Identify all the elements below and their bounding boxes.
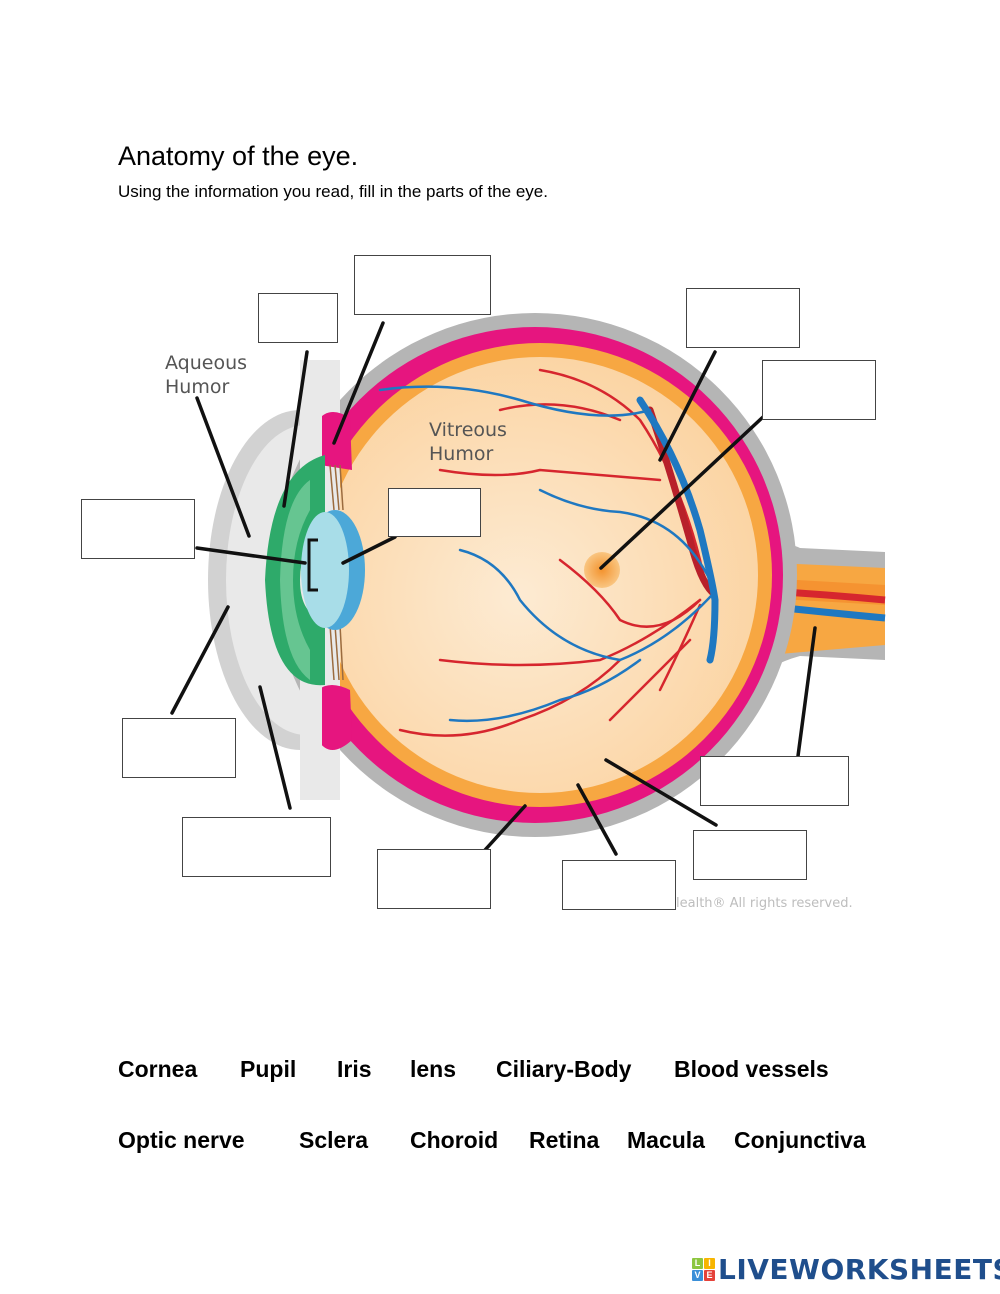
leader-lines xyxy=(170,321,817,856)
vitreous-humor-label-2: Humor xyxy=(429,443,493,465)
word-bank-item: Blood vessels xyxy=(674,1056,829,1082)
eye-diagram: Aqueous Humor Vitreous Humor xyxy=(165,313,886,856)
zonule-fibers xyxy=(329,464,344,681)
logo-letter: I xyxy=(704,1257,715,1269)
blank-pupil[interactable] xyxy=(81,499,195,559)
logo-letter: V xyxy=(692,1269,703,1281)
word-bank-item: Ciliary-Body xyxy=(496,1056,632,1082)
vitreous-humor-label: Vitreous xyxy=(429,419,507,441)
liveworksheets-logo: L I V E LIVEWORKSHEETS xyxy=(692,1252,1000,1286)
word-bank-item: Retina xyxy=(529,1127,600,1153)
word-bank-item: Choroid xyxy=(410,1127,499,1153)
blank-blood-vessels[interactable] xyxy=(686,288,800,348)
copyright-text: lealth® All rights reserved. xyxy=(676,896,853,911)
blank-optic-nerve[interactable] xyxy=(700,756,849,806)
lens xyxy=(301,510,365,630)
iris xyxy=(265,455,325,686)
page-title: Anatomy of the eye. xyxy=(118,141,359,171)
blank-iris[interactable] xyxy=(258,293,338,343)
word-bank-item: Optic nerve xyxy=(118,1127,245,1153)
word-bank-item: lens xyxy=(410,1056,457,1082)
blank-lens[interactable] xyxy=(388,488,481,537)
word-bank-item: Macula xyxy=(627,1127,705,1153)
blood-vessels xyxy=(378,368,719,737)
blank-sclera[interactable] xyxy=(562,860,676,910)
logo-text: LIVEWORKSHEETS xyxy=(718,1252,1000,1286)
blank-choroid[interactable] xyxy=(377,849,491,909)
logo-letter: E xyxy=(704,1269,715,1281)
aqueous-humor-label-2: Humor xyxy=(165,376,229,398)
vitreous-body xyxy=(322,357,758,793)
ciliary-body-lower xyxy=(318,685,352,750)
blank-cornea[interactable] xyxy=(122,718,236,778)
pupil-bracket xyxy=(307,538,318,592)
blank-conjunctiva[interactable] xyxy=(182,817,331,877)
word-bank-item: Pupil xyxy=(240,1056,297,1082)
aqueous-humor-label: Aqueous xyxy=(165,352,247,374)
blank-macula[interactable] xyxy=(762,360,876,420)
logo-icon: L I V E xyxy=(692,1257,715,1281)
blank-ciliary-body[interactable] xyxy=(354,255,491,315)
blank-retina[interactable] xyxy=(693,830,807,880)
word-bank-item: Conjunctiva xyxy=(734,1127,866,1153)
word-bank-item: Sclera xyxy=(299,1127,369,1153)
instructions: Using the information you read, fill in … xyxy=(118,182,548,201)
logo-letter: L xyxy=(692,1257,703,1269)
word-bank-item: Iris xyxy=(337,1056,372,1082)
word-bank-item: Cornea xyxy=(118,1056,198,1082)
